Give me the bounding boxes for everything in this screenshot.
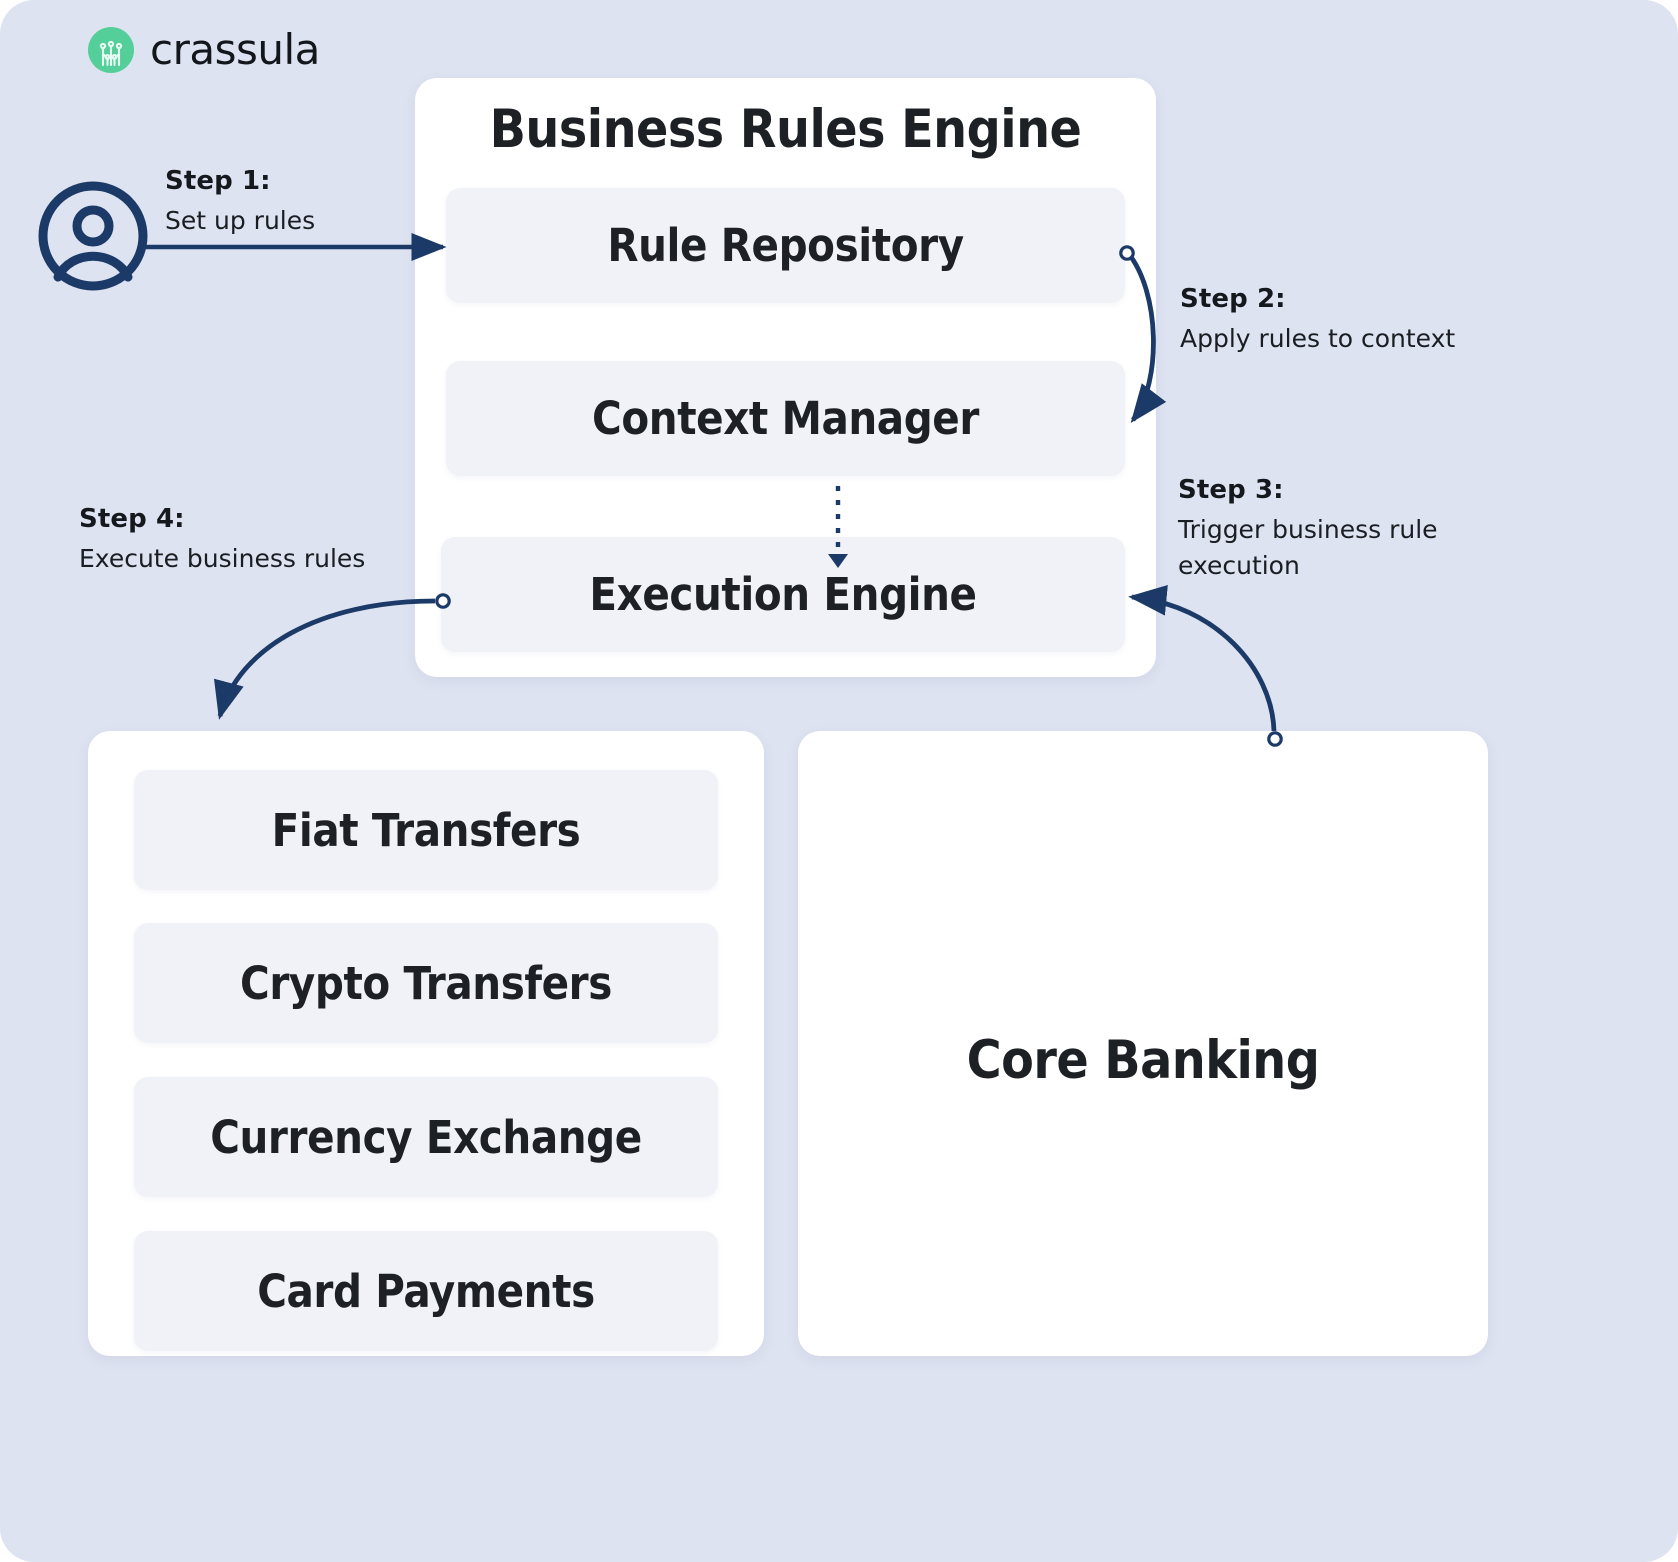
service-label: Card Payments xyxy=(257,1264,595,1318)
service-fiat-transfers[interactable]: Fiat Transfers xyxy=(134,770,718,890)
service-label: Crypto Transfers xyxy=(240,956,612,1010)
step-1-head: Step 1: xyxy=(165,166,271,196)
step-3-caption: Step 3: Trigger business rule execution xyxy=(1178,475,1508,583)
service-label: Fiat Transfers xyxy=(271,803,581,857)
step-2-caption: Step 2: Apply rules to context xyxy=(1180,284,1455,357)
step-2-head: Step 2: xyxy=(1180,284,1286,314)
step-1-caption: Step 1: Set up rules xyxy=(165,166,315,239)
step-3-body: Trigger business rule execution xyxy=(1178,515,1438,580)
brand-name: crassula xyxy=(150,25,320,74)
user-avatar-icon xyxy=(38,181,148,296)
component-execution-engine[interactable]: Execution Engine xyxy=(441,537,1125,652)
business-rules-engine-title: Business Rules Engine xyxy=(489,99,1082,160)
component-rule-repository[interactable]: Rule Repository xyxy=(446,188,1125,303)
step-4-caption: Step 4: Execute business rules xyxy=(79,504,365,577)
component-label: Execution Engine xyxy=(589,568,977,621)
core-banking-panel xyxy=(798,731,1488,1356)
service-card-payments[interactable]: Card Payments xyxy=(134,1231,718,1351)
brand-logo: crassula xyxy=(88,27,320,73)
step-2-body: Apply rules to context xyxy=(1180,324,1456,353)
service-label: Currency Exchange xyxy=(210,1110,642,1164)
step-4-head: Step 4: xyxy=(79,504,185,534)
component-label: Context Manager xyxy=(592,392,979,445)
component-context-manager[interactable]: Context Manager xyxy=(446,361,1125,476)
step-4-body: Execute business rules xyxy=(79,544,366,573)
step-3-head: Step 3: xyxy=(1178,475,1284,505)
component-label: Rule Repository xyxy=(607,219,964,272)
service-currency-exchange[interactable]: Currency Exchange xyxy=(134,1077,718,1197)
core-banking-title: Core Banking xyxy=(966,1030,1320,1091)
service-crypto-transfers[interactable]: Crypto Transfers xyxy=(134,923,718,1043)
step-1-body: Set up rules xyxy=(165,206,316,235)
circuit-logo-icon xyxy=(88,27,134,73)
